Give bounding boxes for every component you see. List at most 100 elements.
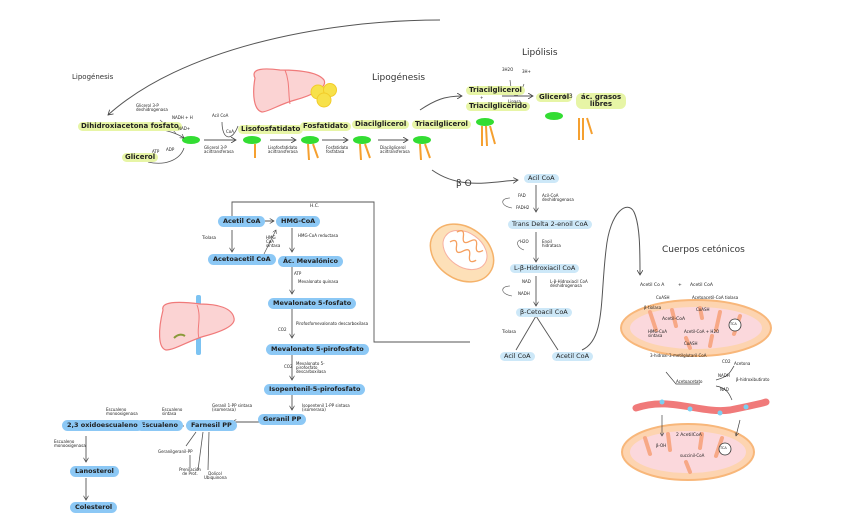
nadh-label-beta: NADH <box>518 291 530 296</box>
big-arc-arrow <box>108 19 441 115</box>
free-fatty-acids-label: ác. grasos libres <box>576 93 626 109</box>
chol-thiolase: Tiolasa <box>202 235 216 240</box>
hmg-coa: HMG-CoA <box>276 216 321 227</box>
isopentenyl-pyrophosphate: Isopentenil-5-pirofosfato <box>264 384 366 395</box>
acetoacetyl-coa: Acetoacetil CoA <box>208 254 276 265</box>
lipolysis-triacylglycerol: Triacilglicerol <box>466 86 525 95</box>
ketoacyl-coa: β-Cetoacil CoA <box>516 308 572 317</box>
ketone-co2: CO2 <box>722 359 731 364</box>
lipolysis-h2o: 3H2O <box>502 67 514 72</box>
ketone-nad: NAD <box>720 387 729 392</box>
ketone-mitochondrion-2 <box>621 423 755 481</box>
liver-illustration-top <box>253 68 337 113</box>
pp-decarboxylase-label: Mevalonato 5-pirofosfato descarboxilasa <box>296 361 326 374</box>
hc-label: H.C. <box>310 204 320 209</box>
liver-illustration-bottom <box>159 295 235 355</box>
chol-acetyl-coa: Acetil CoA <box>218 216 266 227</box>
lipolysis-plus: + <box>480 95 484 100</box>
phosphatidate-molecule <box>301 136 319 161</box>
ketone-acetoacetyl-coa: Acetil-CoA <box>662 317 686 322</box>
lanosterol: Lanosterol <box>70 466 119 477</box>
ketone-beta-thiolase: β-tiolasa <box>644 305 662 310</box>
ketone-b-hydroxybutyrate: β-hidroxibutirato <box>736 377 770 382</box>
coa-label: CoA <box>226 129 234 134</box>
acyl-coa-label: Acil CoA <box>212 113 229 118</box>
ketone-hmg-synthase: HMG-CoA sintasa <box>648 329 667 338</box>
lipolysis-title: Lipólisis <box>522 48 558 58</box>
triacylglycerol: Triacilglicerol <box>412 120 471 129</box>
ketone-tca-1: TCA <box>730 322 737 326</box>
trans-enoyl-coa: Trans Delta 2-enoil CoA <box>508 220 592 229</box>
ketone-coash-2: CoASH <box>696 307 710 312</box>
hmg-synthase-label: HMG CoA sintasa <box>266 235 281 248</box>
lanosterol-cyclase-label: Escualeno monooxigenasa <box>54 439 86 448</box>
lipolysis-triglyceride: Triacilglicerido <box>466 102 530 111</box>
fad-label: FAD <box>518 193 526 198</box>
blood-vessel <box>632 398 770 416</box>
ketone-bodies-title: Cuerpos cetónicos <box>662 245 745 255</box>
acyl-coa-dehydrogenase-label: Acil-CoA deshidrogenasa <box>542 193 574 202</box>
chol-atp: ATP <box>294 271 302 276</box>
hc-bracket <box>231 201 470 343</box>
nadh-label: NADH + H <box>172 115 193 120</box>
mevalonate-5-phosphate: Mevalonato 5-fosfato <box>268 298 357 309</box>
mevalonic-acid: Ác. Mevalónico <box>278 256 343 267</box>
diacylglycerol: Diacilglicerol <box>352 120 410 129</box>
beta-oxidation-label: β O <box>456 179 472 189</box>
squalene-synthase-label: Escualeno sintasa <box>162 407 183 416</box>
lipogenesis-left-title: Lipogénesis <box>72 73 114 81</box>
dolichol-ubiquinone-label: Dolicol Ubiquinona <box>204 471 227 480</box>
acetoacetyl-thiolase-label: Acetoacetil-CoA tiolasa <box>692 295 739 300</box>
ketone-acetone: Acetona <box>734 361 751 366</box>
hydroxyacyl-dehydrogenase-label: L-β-Hidroxiacil CoA deshidrogenasa <box>550 279 588 288</box>
adp-label: ADP <box>166 147 175 152</box>
geranyl-pp: Geranil PP <box>258 414 307 425</box>
acyl-coa-product: Acil CoA <box>500 352 535 361</box>
fadh2-label: FADH2 <box>516 205 530 210</box>
dihydroxyacetone-phosphate: Dihidroxiacetona fosfato <box>78 122 182 131</box>
oxidosqualene: 2,3 oxidoescualeno <box>62 420 143 431</box>
acetyl-coa-product: Acetil CoA <box>552 352 594 361</box>
ketone-mitochondrion-1 <box>620 299 772 357</box>
geranyl-synthase-label: Geranil 1-PP sintasa (isomerasa) <box>212 403 253 412</box>
lipase-label: Lipasa <box>508 99 521 104</box>
nad-label: NAD+ <box>178 126 191 131</box>
ketone-coash: CoASH <box>656 295 670 300</box>
arrow-beta-ox <box>431 169 518 184</box>
triacylglycerol-molecule <box>413 136 431 161</box>
thiolase-label: Tiolasa <box>502 329 516 334</box>
lipolysis-tag-molecule <box>476 118 496 147</box>
ketone-b-oh: β-OH <box>656 443 667 448</box>
squalene-monooxygenase-label: Escualeno monooxigenasa <box>106 407 138 416</box>
free-glycerol: Glicerol <box>536 93 573 102</box>
mitochondrion-illustration <box>429 223 495 283</box>
cholesterol: Colesterol <box>70 502 118 513</box>
glycerol-backbone-1 <box>182 136 200 144</box>
lysophosphatidate: Lisofosfatidato <box>238 125 304 134</box>
lysophosphatidate-acyltransferase-label: Lisofosfatidato aciltransferasa <box>268 145 298 154</box>
chol-co2-b: CO2 <box>284 364 293 369</box>
nad-label-beta: NAD <box>522 279 531 284</box>
ketone-tca-2: TCA <box>720 446 727 450</box>
chol-co2: CO2 <box>278 327 287 332</box>
prenylation-label: Prenilación de Prot. <box>179 467 201 476</box>
free-fatty-acids <box>578 117 593 140</box>
beta-acyl-coa: Acil CoA <box>524 174 559 183</box>
ketone-nadh: NADH <box>718 373 730 378</box>
lipolysis-h-plus: 3H+ <box>522 69 531 74</box>
diacylglycerol-molecule <box>353 136 371 161</box>
atp-label: ATP <box>152 149 160 154</box>
lysophosphatidate-molecule <box>243 136 261 158</box>
phosphatidate: Fosfatidato <box>300 122 351 131</box>
ketone-acetyl-coa-h2o: Acetil-CoA + H2O <box>684 329 720 334</box>
h2o-label: H2O <box>520 239 529 244</box>
ketone-succinyl: succinil-CoA <box>680 453 705 458</box>
ketone-acetoacetate: Acetoacetato <box>676 379 703 384</box>
hydroxyacyl-coa: L-β-Hidroxiacil CoA <box>510 264 580 273</box>
ketone-plus: + <box>678 283 682 288</box>
enoyl-hydratase-label: Enoil hidratasa <box>542 239 561 248</box>
geranylgeranyl-pp: Geranilgeranil-PP <box>158 449 193 454</box>
glycerol-free <box>545 112 563 120</box>
mevalonate-kinase-label: Mevalonato quinasa <box>298 279 339 284</box>
phosphatidate-phosphatase-label: Fosfatidato fosfatasa <box>326 145 349 154</box>
